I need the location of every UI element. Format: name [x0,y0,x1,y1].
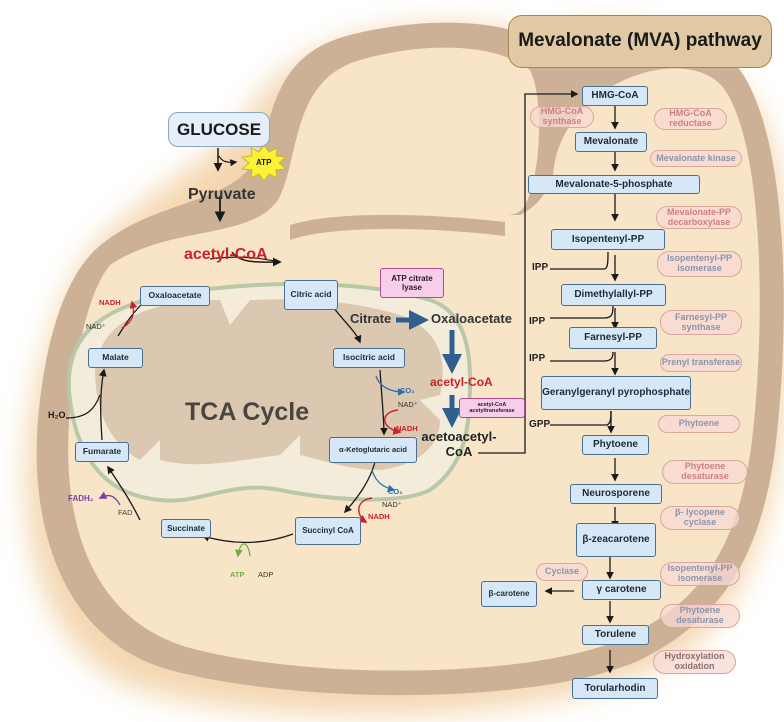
arrow-fadh2 [98,491,121,506]
pathway-title: Mevalonate (MVA) pathway [508,15,772,68]
enzyme-hydroxylation-oxidation: Hydroxylation oxidation [653,650,736,674]
hmg-coa-node: HMG-CoA [582,86,648,106]
fadh2-label: FADH₂ [68,494,94,503]
ipp-label-2: IPP [529,316,546,327]
beta-zeacarotene-node: β-zeacarotene [576,523,656,557]
oxaloacetate-node: Oxaloacetate [140,286,210,306]
nad-label-1: NAD⁺ [86,322,106,331]
isocitric-acid-node: Isocitric acid [333,348,405,368]
geranylgeranyl-pp-node: Geranylgeranyl pyrophosphate [541,376,691,410]
enzyme-isopentenyl-pp-isomerase-1: Isopentenyl-PP isomerase [657,251,742,277]
arrow-nadh-2 [358,497,373,523]
atp-label-tca: ATP [230,570,245,579]
mevalonate-node: Mevalonate [575,132,647,152]
pyruvate-label: Pyruvate [188,186,256,203]
arrow-succinylcoa-succinate [201,533,294,544]
atp-burst-icon [240,144,288,182]
nadh-label-3: NADH [368,512,390,521]
enzyme-mevalonate-pp-decarboxylase: Mevalonate-PP decarboxylase [656,206,742,229]
arrow-oxalo-citric [209,256,281,263]
atp-label: ATP [256,158,272,167]
enzyme-prenyl-transferase: Prenyl transferase [660,354,742,372]
water-label: H₂O [48,410,66,420]
beta-carotene-node: β-carotene [481,581,537,607]
succinate-node: Succinate [161,519,211,538]
enzyme-phytoene-desaturase-2: Phytoene desaturase [660,604,740,628]
torularhodin-node: Torularhodin [572,678,658,699]
tca-cycle-label: TCA Cycle [185,398,310,426]
arrow-succinate-fumarate [107,465,141,521]
arrow-water [65,394,101,419]
ipp-label-1: IPP [532,262,549,273]
enzyme-beta-lycopene-cyclase: β- lycopene cyclase [660,506,740,530]
arrow-nadh-1 [384,409,402,435]
enzyme-mevalonate-kinase: Mevalonate kinase [650,150,742,167]
ipp-label-3: IPP [529,353,546,364]
succinyl-coa-node: Succinyl CoA [295,517,361,545]
arrow-atp-adp [234,543,251,558]
mevalonate-5-phosphate-node: Mevalonate-5-phosphate [528,175,700,194]
phytoene-node: Phytoene [582,435,649,455]
arrow-isocitric-ketoglutaric [379,369,388,436]
citrate-label: Citrate [350,311,392,326]
enzyme-hmg-coa-reductase: HMG-CoA reductase [654,108,727,130]
enzyme-isopentenyl-pp-isomerase-2: Isopentenyl-PP isomerase [660,562,740,586]
fad-label: FAD [118,508,133,517]
arrow-acetoacetyl-hmgcoa [478,90,579,454]
gpp-label: GPP [529,419,551,430]
nad-label-2: NAD⁺ [398,400,418,409]
citric-acid-node: Citric acid [284,280,338,310]
malate-node: Malate [88,348,143,368]
arrow-ketoglutaric-succinylcoa [343,461,376,514]
arrow-nadh-0 [121,300,138,329]
enzyme-hmg-coa-synthase: HMG-CoA synthase [530,106,594,128]
nadh-label-1: NADH [99,298,121,307]
co2-label-2: CO₂ [388,487,403,496]
neurosporene-node: Neurosporene [570,484,662,504]
arrow-acetylcoa-citric [231,251,282,267]
dimethylallyl-pp-node: Dimethylallyl-PP [561,284,666,306]
enzyme-phytoene-desaturase-1: Phytoene desaturase [662,460,748,484]
glucose-node: GLUCOSE [168,112,270,147]
fumarate-node: Fumarate [75,442,129,462]
acetyl-coa-cytosol-label: acetyl-CoA [430,375,493,389]
nad-label-3: NAD⁺ [382,500,402,509]
membrane-bridge [290,214,505,240]
mva-arrows [544,106,619,674]
gamma-carotene-node: γ carotene [582,580,661,600]
acetyltransferase-box: acetyl-CoA acetyltransferase [459,398,525,418]
arrow-co2-1 [375,375,406,396]
enzyme-cyclase: Cyclase [536,563,588,581]
adp-label: ADP [258,570,274,579]
oxaloacetate-cytosol-label: Oxaloacetate [431,311,512,326]
enzyme-phytoene: Phytoene [658,415,740,433]
arrow-atp-branch [218,155,238,167]
enzyme-farnesyl-pp-synthase: Farnesyl-PP synthase [660,310,742,335]
arrow-co2-2 [371,469,396,493]
nadh-label-2: NADH [396,424,418,433]
atp-citrate-lyase-box: ATP citrate lyase [380,268,444,298]
alpha-ketoglutaric-node: α-Ketoglutaric acid [329,437,417,463]
co2-label-1: CO₂ [400,386,415,395]
isopentenyl-pp-node: Isopentenyl-PP [551,229,665,250]
arrow-fumarate-malate [98,368,107,441]
farnesyl-pp-node: Farnesyl-PP [569,327,657,349]
acetoacetyl-coa-label: acetoacetyl-CoA [421,429,497,459]
torulene-node: Torulene [582,625,649,645]
acetyl-coa-label: acetyl-CoA [184,246,268,263]
